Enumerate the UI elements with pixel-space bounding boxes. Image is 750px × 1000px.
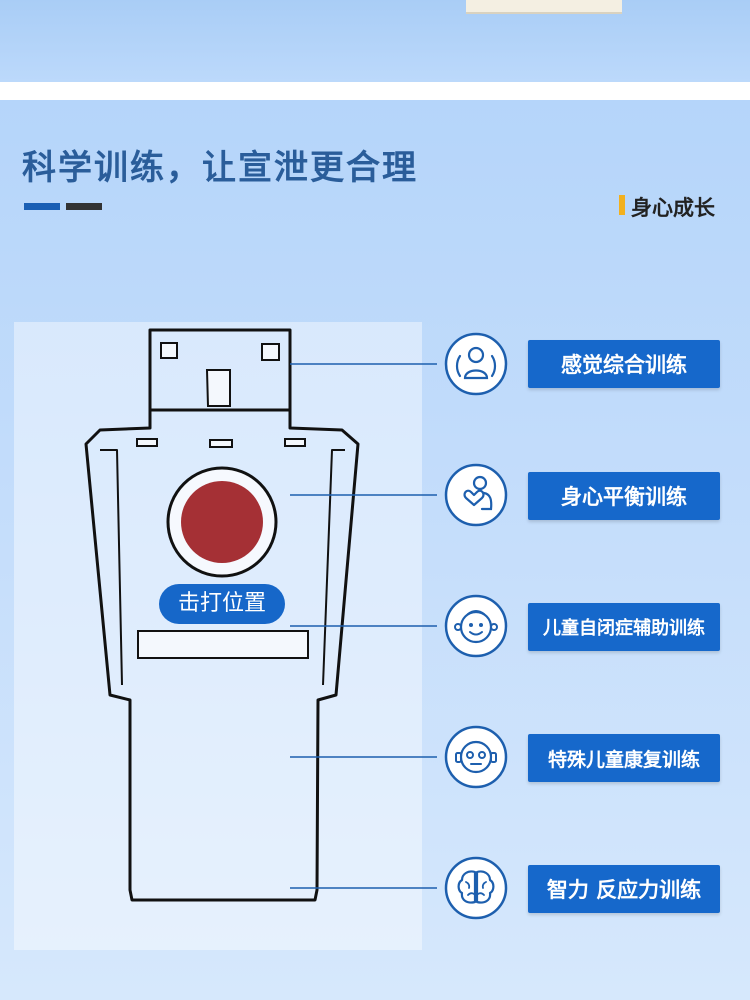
strike-target — [181, 481, 263, 563]
brain-icon — [444, 856, 508, 920]
waist-panel — [137, 630, 309, 659]
section-title: 科学训练，让宣泄更合理 — [22, 148, 418, 188]
feature-label-balance: 身心平衡训练 — [528, 472, 720, 520]
shoulder-slot-right — [284, 438, 306, 447]
top-banner-strip — [0, 0, 750, 82]
tag-accent-bar — [619, 195, 625, 215]
main-section: 科学训练，让宣泄更合理 身心成长 击打位置 — [0, 100, 750, 1000]
punch-target-diagram — [84, 328, 437, 902]
child-face-icon — [444, 594, 508, 658]
person-sensory-icon — [444, 332, 508, 396]
target-inner-right — [322, 449, 345, 686]
shoulder-slot-left — [136, 438, 158, 447]
target-body-outline — [84, 410, 360, 902]
robot-face-icon — [444, 725, 508, 789]
target-inner-left — [100, 449, 123, 686]
feature-label-autism: 儿童自闭症辅助训练 — [528, 603, 720, 651]
feature-label-sensory: 感觉综合训练 — [528, 340, 720, 388]
feature-label-intelligence: 智力 反应力训练 — [528, 865, 720, 913]
title-underline-blue — [24, 203, 60, 210]
section-tag: 身心成长 — [631, 196, 715, 220]
heart-hand-icon — [444, 463, 508, 527]
title-underline-dark — [66, 203, 102, 210]
head-slot-right — [261, 343, 280, 361]
head-slot-left — [160, 342, 178, 359]
product-base-edge — [466, 0, 622, 14]
shoulder-slot-center — [209, 439, 233, 448]
strike-position-label: 击打位置 — [159, 584, 285, 624]
feature-label-rehab: 特殊儿童康复训练 — [528, 734, 720, 782]
head-slot-center — [205, 369, 231, 407]
